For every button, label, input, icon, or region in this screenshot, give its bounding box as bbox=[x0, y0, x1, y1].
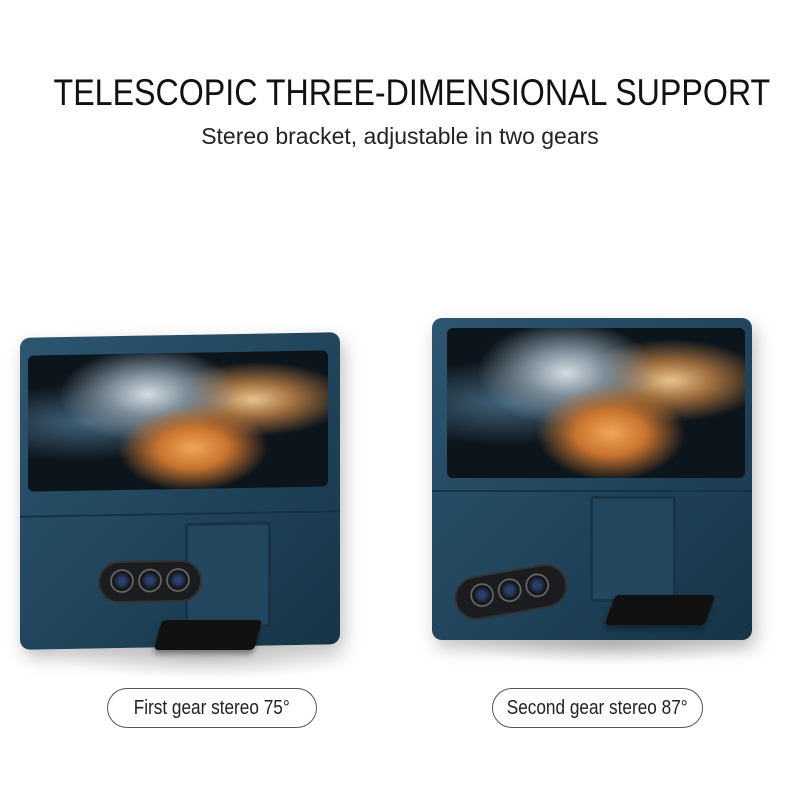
label-first-gear-text: First gear stereo 75° bbox=[133, 696, 291, 719]
label-second-gear-text: Second gear stereo 87° bbox=[507, 696, 688, 719]
label-first-gear: First gear stereo 75° bbox=[107, 688, 317, 728]
stand-foot bbox=[153, 620, 263, 650]
phone-case bbox=[432, 318, 752, 640]
cover-screen bbox=[28, 350, 328, 492]
camera-module bbox=[451, 560, 571, 624]
label-second-gear: Second gear stereo 87° bbox=[492, 688, 703, 728]
page-title: TELESCOPIC THREE-DIMENSIONAL SUPPORT bbox=[53, 72, 771, 113]
cover-screen bbox=[447, 328, 745, 478]
hinge-line bbox=[20, 510, 340, 518]
page-subtitle: Stereo bracket, adjustable in two gears bbox=[201, 123, 599, 149]
hinge-line bbox=[432, 490, 752, 492]
phone-case bbox=[20, 332, 340, 650]
camera-module bbox=[98, 559, 202, 604]
kickstand bbox=[590, 496, 676, 602]
title-container: TELESCOPIC THREE-DIMENSIONAL SUPPORT bbox=[0, 72, 800, 114]
stand-foot bbox=[604, 595, 716, 625]
